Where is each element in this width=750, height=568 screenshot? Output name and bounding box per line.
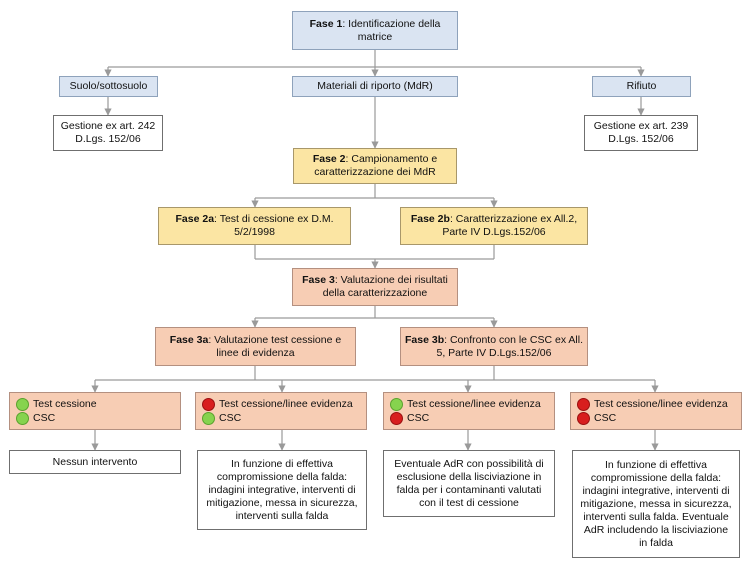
case-2-csc-status-dot bbox=[202, 411, 215, 425]
action-4-text: In funzione di effettiva compromissione … bbox=[580, 458, 732, 549]
case-3-csc-status-dot bbox=[390, 411, 403, 425]
case-1-row-csc: CSC bbox=[16, 411, 55, 425]
case-1-csc-status-dot bbox=[16, 411, 29, 425]
phase-3-box: Fase 3: Valutazione dei risultati della … bbox=[292, 268, 458, 306]
phase-3-title: Fase 3: Valutazione dei risultati della … bbox=[302, 274, 448, 299]
branch-soil-label: Suolo/sottosuolo bbox=[69, 80, 148, 92]
case-4-test-status-dot bbox=[577, 397, 590, 411]
phase-2b-title: Fase 2b: Caratterizzazione ex All.2, Par… bbox=[410, 213, 578, 238]
case-4-row-csc: CSC bbox=[577, 411, 616, 425]
case-3-row-csc: CSC bbox=[390, 411, 429, 425]
phase-1-title: Fase 1: Identificazione della matrice bbox=[309, 17, 441, 43]
phase-2-box: Fase 2: Campionamento e caratterizzazion… bbox=[293, 148, 457, 184]
action-box-2: In funzione di effettiva compromissione … bbox=[197, 450, 367, 530]
phase-2a-box: Fase 2a: Test di cessione ex D.M. 5/2/19… bbox=[158, 207, 351, 245]
action-2-text: In funzione di effettiva compromissione … bbox=[206, 457, 358, 522]
outcome-soil-label: Gestione ex art. 242 D.Lgs. 152/06 bbox=[60, 120, 156, 145]
action-box-3: Eventuale AdR con possibilità di esclusi… bbox=[383, 450, 555, 517]
case-1-row-test: Test cessione bbox=[16, 397, 97, 411]
branch-waste-box: Rifiuto bbox=[592, 76, 691, 97]
branch-waste-label: Rifiuto bbox=[626, 80, 657, 92]
case-1-test-status-dot bbox=[16, 397, 29, 411]
branch-mdr-box: Materiali di riporto (MdR) bbox=[292, 76, 458, 97]
branch-mdr-label: Materiali di riporto (MdR) bbox=[317, 80, 433, 92]
branch-soil-box: Suolo/sottosuolo bbox=[59, 76, 158, 97]
case-box-2: Test cessione/linee evidenza CSC bbox=[195, 392, 367, 430]
action-3-text: Eventuale AdR con possibilità di esclusi… bbox=[394, 457, 544, 509]
case-2-row-test: Test cessione/linee evidenza bbox=[202, 397, 353, 411]
action-box-4: In funzione di effettiva compromissione … bbox=[572, 450, 740, 558]
outcome-waste-label: Gestione ex art. 239 D.Lgs. 152/06 bbox=[593, 120, 689, 145]
outcome-soil-box: Gestione ex art. 242 D.Lgs. 152/06 bbox=[53, 115, 163, 151]
phase-3a-title: Fase 3a: Valutazione test cessione e lin… bbox=[169, 333, 342, 359]
case-box-3: Test cessione/linee evidenza CSC bbox=[383, 392, 555, 430]
case-box-1: Test cessione CSC bbox=[9, 392, 181, 430]
action-1-text: Nessun intervento bbox=[52, 455, 138, 468]
action-box-1: Nessun intervento bbox=[9, 450, 181, 474]
phase-2-title: Fase 2: Campionamento e caratterizzazion… bbox=[312, 153, 438, 178]
case-box-4: Test cessione/linee evidenza CSC bbox=[570, 392, 742, 430]
case-4-csc-status-dot bbox=[577, 411, 590, 425]
case-2-row-csc: CSC bbox=[202, 411, 241, 425]
case-3-row-test: Test cessione/linee evidenza bbox=[390, 397, 541, 411]
phase-2a-title: Fase 2a: Test di cessione ex D.M. 5/2/19… bbox=[175, 213, 334, 238]
phase-3b-title: Fase 3b: Confronto con le CSC ex All. 5,… bbox=[405, 333, 584, 359]
outcome-waste-box: Gestione ex art. 239 D.Lgs. 152/06 bbox=[584, 115, 698, 151]
phase-3a-box: Fase 3a: Valutazione test cessione e lin… bbox=[155, 327, 356, 366]
phase-2b-box: Fase 2b: Caratterizzazione ex All.2, Par… bbox=[400, 207, 588, 245]
case-2-test-status-dot bbox=[202, 397, 215, 411]
phase-3b-box: Fase 3b: Confronto con le CSC ex All. 5,… bbox=[400, 327, 588, 366]
phase-1-box: Fase 1: Identificazione della matrice bbox=[292, 11, 458, 50]
case-4-row-test: Test cessione/linee evidenza bbox=[577, 397, 728, 411]
case-3-test-status-dot bbox=[390, 397, 403, 411]
